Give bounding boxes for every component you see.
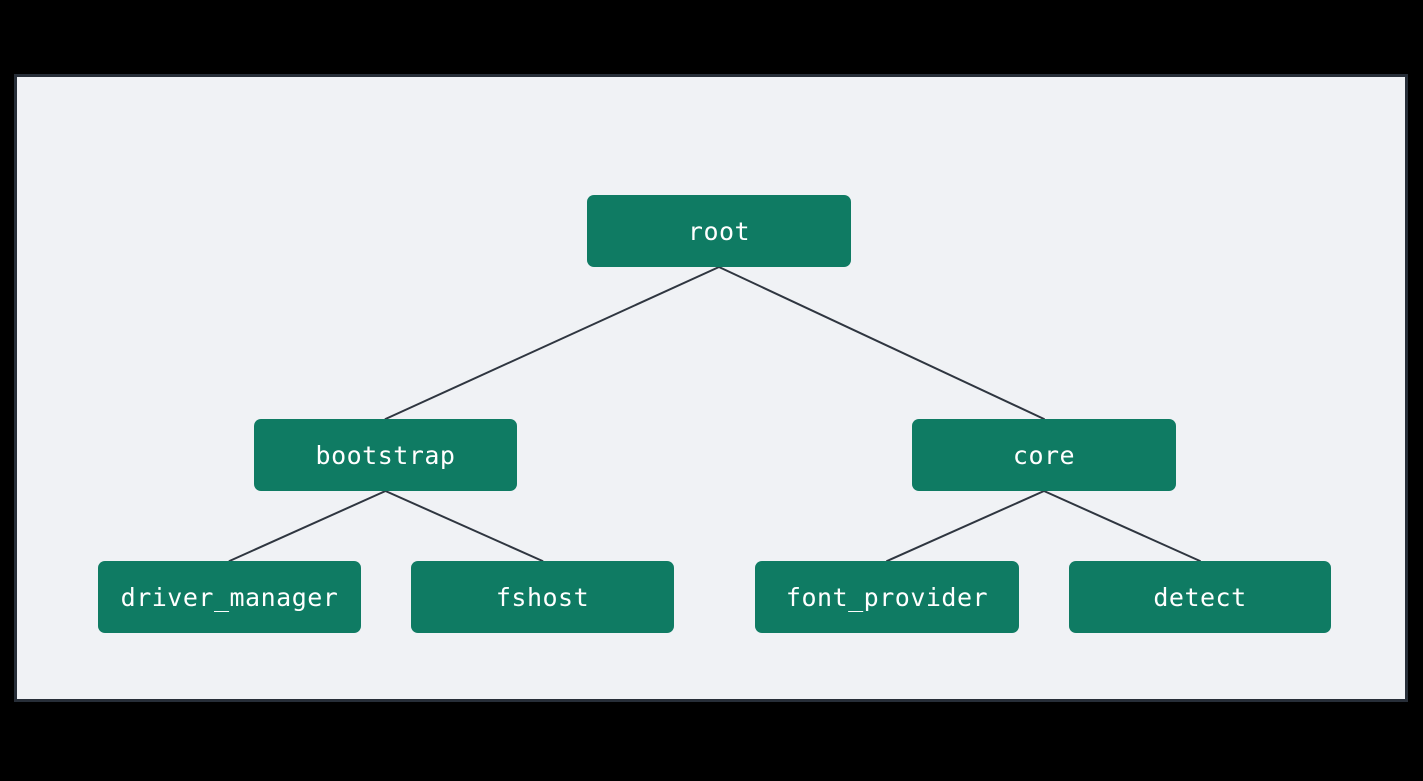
node-layer: root bootstrap core driver_manager fshost fon…	[17, 77, 1411, 705]
tree-node-label-root: root	[687, 216, 751, 246]
diagram-panel: root bootstrap core driver_manager fshost fon…	[14, 74, 1408, 702]
tree-node-label-driver_manager: driver_manager	[120, 582, 339, 612]
tree-node-fshost[interactable]: fshost	[411, 561, 674, 633]
tree-node-label-core: core	[1012, 440, 1076, 470]
tree-node-bootstrap[interactable]: bootstrap	[254, 419, 517, 491]
tree-node-root[interactable]: root	[587, 195, 851, 267]
tree-node-font_provider[interactable]: font_provider	[755, 561, 1019, 633]
tree-node-label-bootstrap: bootstrap	[315, 440, 456, 470]
tree-node-core[interactable]: core	[912, 419, 1176, 491]
tree-node-label-font_provider: font_provider	[785, 582, 989, 612]
tree-node-detect[interactable]: detect	[1069, 561, 1331, 633]
tree-node-driver_manager[interactable]: driver_manager	[98, 561, 361, 633]
tree-node-label-fshost: fshost	[495, 582, 590, 612]
tree-node-label-detect: detect	[1153, 582, 1247, 612]
